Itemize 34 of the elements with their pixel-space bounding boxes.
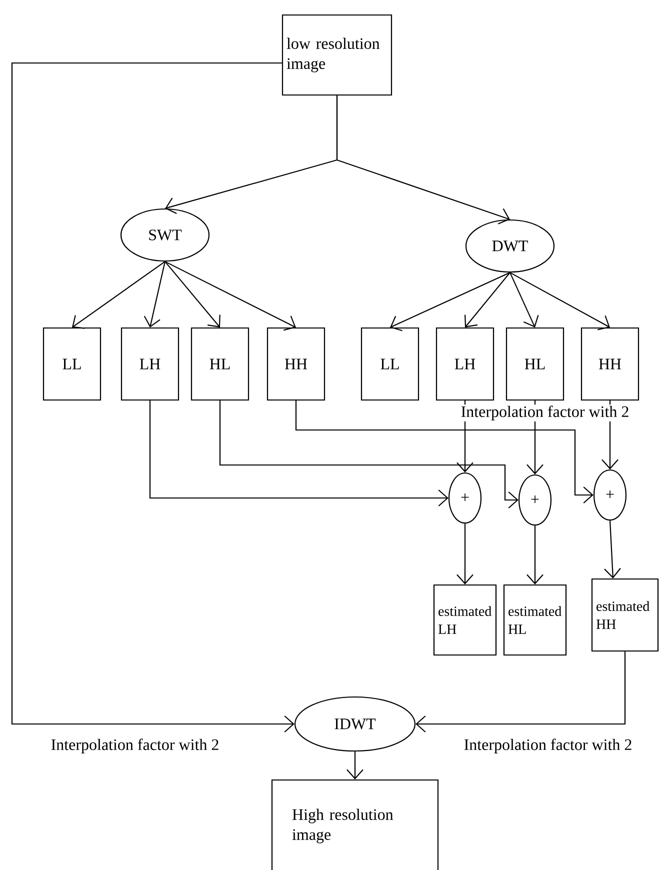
arrow (164, 261, 296, 331)
arrow (11, 62, 294, 732)
subband-box: HH (580, 327, 640, 401)
edge-label: Interpolation factor with 2 (50, 738, 220, 754)
result-box: estimated HH (591, 578, 659, 652)
arrow (149, 400, 448, 506)
subband-box: LH (120, 327, 180, 401)
arrow (390, 272, 510, 332)
arrow (416, 652, 626, 732)
subband-box: LL (42, 327, 102, 401)
arrow (464, 272, 510, 328)
result-box: estimated LH (433, 584, 497, 656)
arrow (72, 261, 166, 329)
subband-box: HH (266, 327, 326, 401)
arrow (219, 400, 518, 508)
subband-box: HL (506, 327, 564, 401)
arrow (604, 520, 621, 578)
arrow (346, 752, 364, 780)
arrow (510, 272, 539, 328)
arrow (336, 96, 510, 224)
process-box: low resolution image (282, 14, 392, 96)
result-box: estimated HL (503, 584, 567, 656)
output-box: High resolution image (271, 779, 439, 870)
subband-box: HL (190, 327, 250, 401)
edge-label: Interpolation factor with 2 (462, 738, 634, 754)
arrow (526, 526, 544, 584)
arrow (164, 261, 220, 328)
arrow (295, 400, 594, 504)
arrow (144, 261, 166, 328)
edge-label: Interpolation factor with 2 (460, 404, 630, 422)
subband-box: LL (360, 327, 420, 401)
arrow (456, 524, 474, 584)
subband-box: LH (436, 327, 494, 401)
arrow (510, 272, 610, 330)
